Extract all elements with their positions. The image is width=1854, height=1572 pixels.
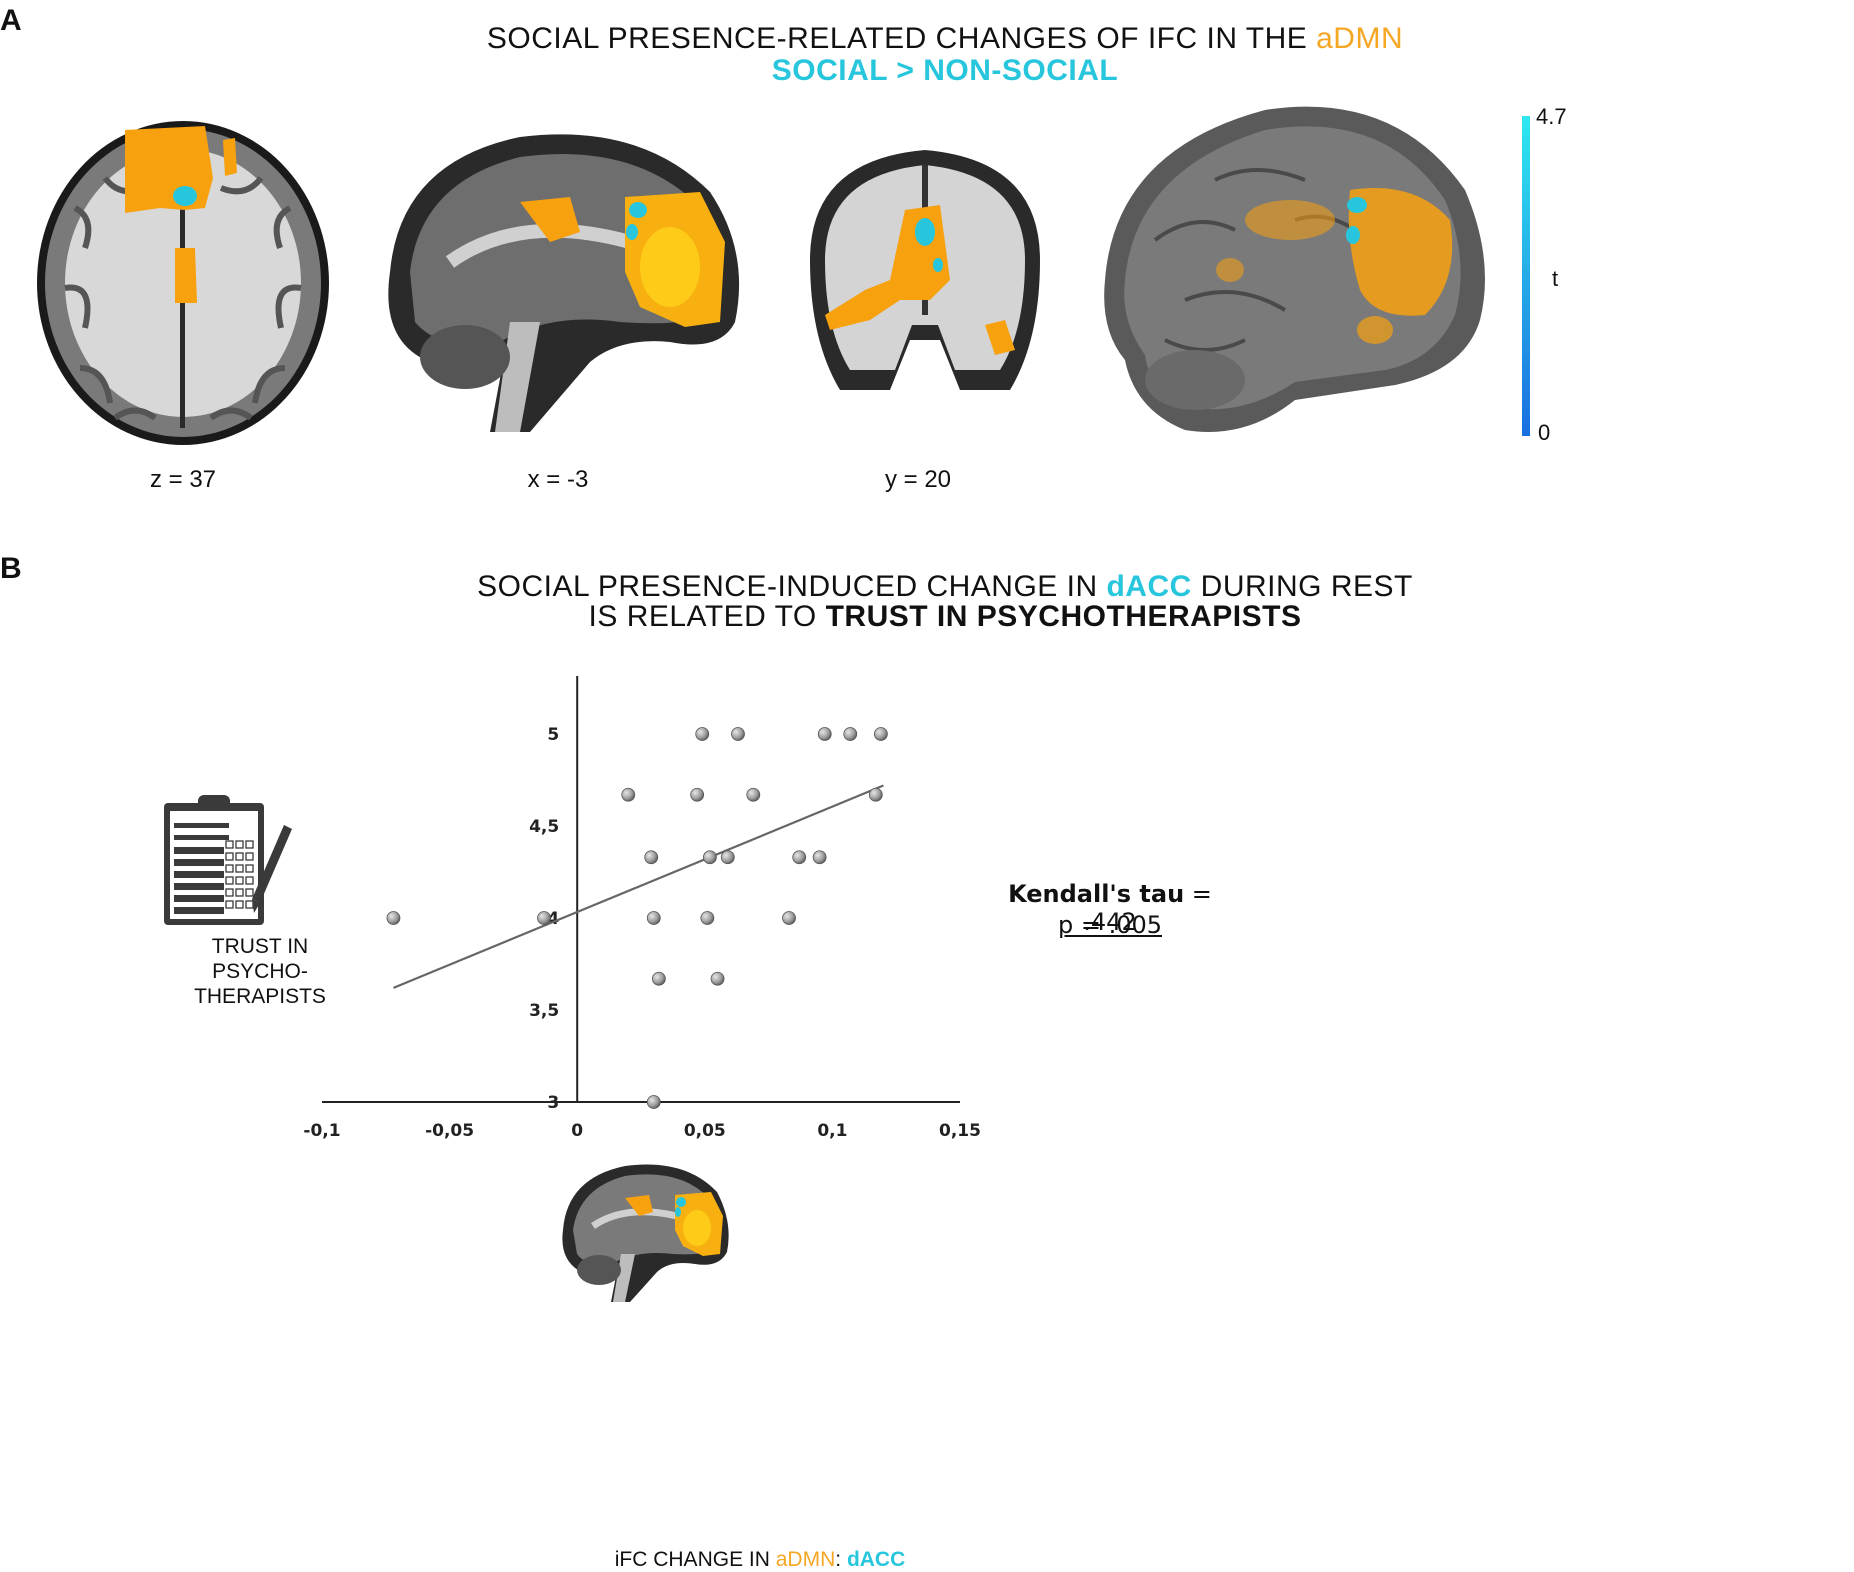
x-tick-label: -0,05	[425, 1121, 474, 1141]
x-tick-label: 0,1	[817, 1121, 847, 1141]
clipboard-icon	[164, 795, 292, 925]
p-value-stat: p = .005	[1057, 911, 1163, 939]
scatter-point	[792, 850, 807, 865]
scatter-point	[868, 787, 883, 802]
scatter-point	[646, 1095, 661, 1109]
scatter-point	[873, 727, 888, 741]
panel-b-title-line1: SOCIAL PRESENCE-INDUCED CHANGE IN dACC D…	[477, 570, 1413, 603]
trendline	[393, 784, 884, 989]
scatter-point	[690, 787, 705, 802]
colorbar	[1522, 116, 1530, 436]
panel-b-title-line2: IS RELATED TO TRUST IN PSYCHOTHERAPISTS	[588, 600, 1302, 633]
x-tick-label: 0,05	[684, 1121, 726, 1141]
scatter-point	[621, 787, 636, 802]
scatter-point	[700, 911, 715, 925]
scatter-point	[703, 850, 717, 865]
panel-a-letter: A	[0, 4, 22, 37]
y-tick-label: 4,5	[529, 817, 559, 837]
x-tick-label: -0,1	[303, 1121, 340, 1141]
x-tick-label: 0	[571, 1121, 583, 1141]
scatter-point	[537, 911, 551, 925]
colorbar-min: 0	[1538, 420, 1551, 445]
axial-brain-slice	[37, 121, 329, 445]
sagittal-brain-slice	[388, 134, 740, 432]
y-axis-icon-label: TRUST IN PSYCHO- THERAPISTS	[194, 935, 326, 1008]
panel-a-subtitle: SOCIAL > NON-SOCIAL	[771, 54, 1119, 87]
axial-coordinate: z = 37	[149, 466, 217, 493]
scatter-point	[710, 971, 725, 986]
colorbar-label: t	[1552, 266, 1559, 291]
x-axis-label: iFC CHANGE IN aDMN: dACC	[614, 1548, 906, 1571]
colorbar-max: 4.7	[1536, 104, 1567, 129]
coronal-brain-slice	[810, 150, 1040, 390]
scatter-point	[817, 727, 832, 741]
scatter-point	[651, 971, 666, 986]
panel-b-letter: B	[0, 552, 22, 585]
kendall-tau-stat: Kendall's tau = .442	[1008, 880, 1212, 936]
panel-a-title: SOCIAL PRESENCE-RELATED CHANGES OF IFC I…	[486, 22, 1404, 55]
scatter-point	[782, 911, 796, 925]
scatter-point	[644, 850, 659, 865]
brain-3d-render	[1104, 106, 1485, 433]
scatter-point	[812, 850, 827, 865]
scatter-point	[843, 727, 858, 741]
scatter-point	[646, 911, 661, 925]
scatter-point	[720, 850, 735, 865]
small-sagittal-brain-icon	[562, 1164, 729, 1302]
y-tick-label: 5	[547, 725, 559, 745]
scatter-point	[746, 787, 761, 802]
y-tick-label: 3	[547, 1093, 559, 1113]
scatter-point	[695, 727, 710, 741]
coronal-coordinate: y = 20	[884, 466, 952, 493]
sagittal-coordinate: x = -3	[527, 466, 589, 493]
y-tick-label: 3,5	[529, 1001, 559, 1021]
x-tick-label: 0,15	[939, 1121, 981, 1141]
scatter-point	[386, 911, 401, 925]
scatter-point	[731, 727, 745, 741]
